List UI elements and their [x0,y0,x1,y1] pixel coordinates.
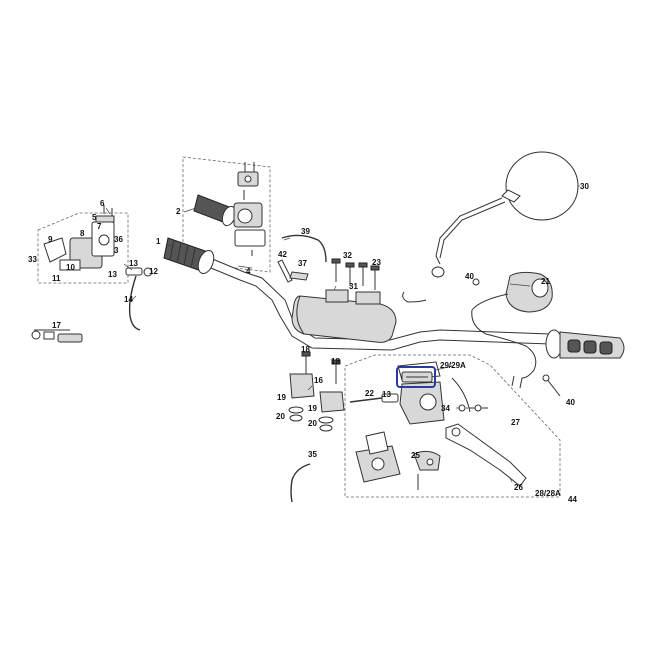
callout-32: 32 [343,251,352,260]
left-switch-assembly [43,205,115,271]
part-27 [451,377,471,413]
right-grip [545,329,625,359]
callout-5: 5 [92,213,97,222]
callout-2: 2 [176,207,181,216]
callout-40b: 40 [566,398,575,407]
callout-25: 25 [411,451,420,460]
callout-22: 22 [365,389,374,398]
callout-36: 36 [114,235,123,244]
part-42 [277,259,293,283]
brake-assembly-box [344,354,561,498]
callout-28-28a: 28/28A [535,489,561,498]
throttle-assembly-box [182,156,271,273]
leader-lines [105,185,580,483]
callout-8: 8 [80,229,85,238]
callout-13a: 13 [129,259,138,268]
part-40-lower [542,374,561,397]
callout-42: 42 [278,250,287,259]
callout-16: 16 [314,376,323,385]
callout-26: 26 [514,483,523,492]
callout-31: 31 [349,282,358,291]
callout-9: 9 [48,235,53,244]
brake-cover-highlight [396,366,436,388]
callout-13b: 13 [108,270,117,279]
brake-lever [445,423,527,487]
brake-body [355,431,401,483]
callout-14: 14 [124,295,133,304]
callout-44: 44 [568,495,577,504]
cable-connector [125,267,153,331]
callout-11: 11 [52,274,61,283]
callout-20a: 20 [276,412,285,421]
throttle-assembly [193,162,266,256]
callout-18a: 18 [301,345,310,354]
callout-35: 35 [308,450,317,459]
cable-35 [290,463,311,503]
callout-3: 3 [114,246,119,255]
part-37 [289,271,309,281]
upper-clamp-bolts [331,258,380,290]
right-switch [471,271,553,389]
left-grip [163,237,215,275]
callout-labels: 1 2 4 6 5 7 8 9 36 3 33 10 11 13 12 13 1… [28,182,589,504]
callout-12: 12 [149,267,158,276]
callout-7: 7 [97,222,102,231]
small-bolt-assembly [31,329,83,343]
callout-18b: 18 [331,357,340,366]
callout-37: 37 [298,259,307,268]
upper-clamps [325,289,381,305]
lower-clamp-left [288,351,315,422]
clip [402,291,427,303]
callout-21: 21 [541,277,550,286]
callout-27: 27 [511,418,520,427]
callout-19b: 19 [308,404,317,413]
callout-20b: 20 [308,419,317,428]
callout-23: 23 [372,258,381,267]
callout-34: 34 [441,404,450,413]
mirror [431,151,579,278]
callout-19a: 19 [277,393,286,402]
callout-6: 6 [100,199,105,208]
left-switch-assembly-box [37,212,129,284]
cable-39 [281,234,327,263]
callout-30: 30 [580,182,589,191]
callout-17: 17 [52,321,61,330]
callout-10: 10 [66,263,75,272]
callout-33: 33 [28,255,37,264]
callout-13c: 13 [382,390,391,399]
callout-4: 4 [246,267,251,276]
callout-40a: 40 [465,272,474,281]
callout-39: 39 [301,227,310,236]
callout-1: 1 [156,237,161,246]
lower-clamp-right [318,359,345,432]
callout-29-29a: 29/29A [440,361,466,370]
brake-hose [349,397,383,403]
pivot-bolt [458,404,488,412]
handlebar-pad [291,295,397,343]
master-cylinder-clamp [413,450,441,490]
